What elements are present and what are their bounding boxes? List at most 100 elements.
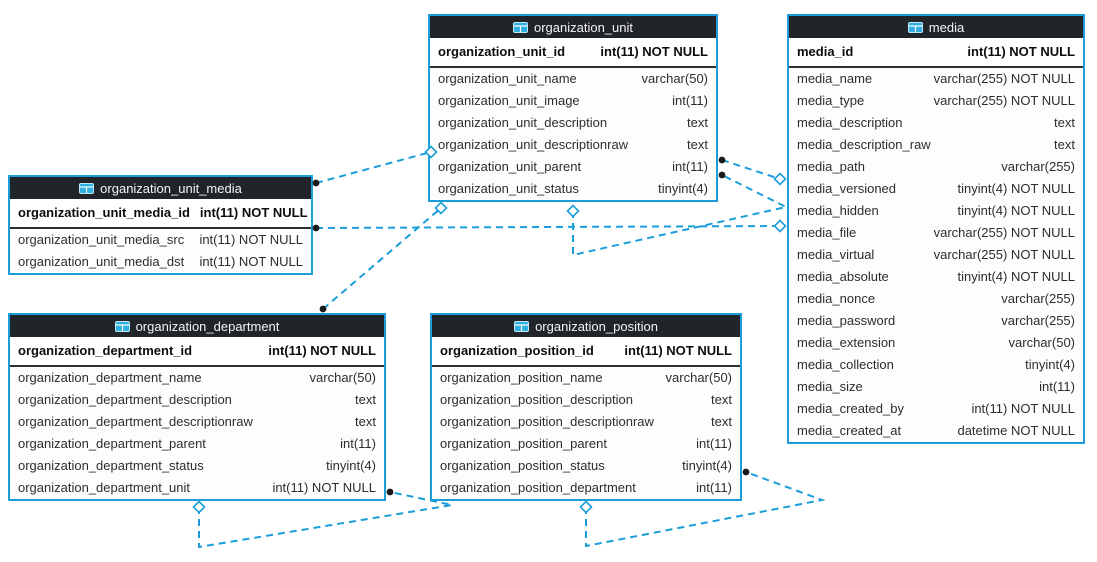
column-row-organization_department_status[interactable]: organization_department_status tinyint(4… [10, 455, 384, 477]
primary-key-row[interactable]: organization_department_id int(11) NOT N… [10, 337, 384, 367]
relationship-line-organization_unit_media_dst-to-media[interactable] [315, 225, 781, 229]
table-icon [907, 21, 923, 33]
column-row-organization_position_department[interactable]: organization_position_department int(11) [432, 477, 740, 499]
table-title: organization_department [135, 318, 280, 334]
column-row-media_absolute[interactable]: media_absolute tinyint(4) NOT NULL [789, 266, 1083, 288]
column-type: varchar(255) NOT NULL [933, 71, 1075, 86]
column-name: media_description_raw [797, 137, 931, 152]
column-name: organization_position_description [440, 392, 633, 407]
column-type: varchar(255) NOT NULL [933, 225, 1075, 240]
column-row-organization_position_descriptionraw[interactable]: organization_position_descriptionraw tex… [432, 411, 740, 433]
fk-dot-connector [312, 179, 320, 187]
column-type: varchar(50) [309, 370, 376, 385]
column-type: tinyint(4) [326, 458, 376, 473]
column-row-media_collection[interactable]: media_collection tinyint(4) [789, 354, 1083, 376]
table-organization_position[interactable]: organization_position organization_posit… [430, 313, 742, 501]
column-row-media_virtual[interactable]: media_virtual varchar(255) NOT NULL [789, 244, 1083, 266]
column-row-media_nonce[interactable]: media_nonce varchar(255) [789, 288, 1083, 310]
column-row-media_name[interactable]: media_name varchar(255) NOT NULL [789, 68, 1083, 90]
relationship-line-organization_unit_image-to-media[interactable] [721, 159, 781, 180]
table-header[interactable]: organization_position [432, 315, 740, 337]
column-name: media_file [797, 225, 857, 240]
column-name: organization_department_name [18, 370, 202, 385]
column-name: organization_position_parent [440, 436, 607, 451]
table-header[interactable]: organization_unit [430, 16, 716, 38]
fk-dot-connector [718, 156, 726, 164]
column-name: organization_department_unit [18, 480, 191, 495]
column-row-organization_position_description[interactable]: organization_position_description text [432, 389, 740, 411]
table-media[interactable]: media media_id int(11) NOT NULL media_na… [787, 14, 1085, 444]
column-row-media_size[interactable]: media_size int(11) [789, 376, 1083, 398]
column-type: int(11) [672, 159, 708, 174]
column-type: datetime NOT NULL [957, 423, 1075, 438]
column-row-organization_position_name[interactable]: organization_position_name varchar(50) [432, 367, 740, 389]
column-row-organization_department_descriptionraw[interactable]: organization_department_descriptionraw t… [10, 411, 384, 433]
table-header[interactable]: media [789, 16, 1083, 38]
column-row-media_path[interactable]: media_path varchar(255) [789, 156, 1083, 178]
column-type: int(11) NOT NULL [199, 254, 303, 269]
table-header[interactable]: organization_unit_media [10, 177, 311, 199]
column-row-organization_unit_parent[interactable]: organization_unit_parent int(11) [430, 156, 716, 178]
column-row-organization_department_unit[interactable]: organization_department_unit int(11) NOT… [10, 477, 384, 499]
column-row-organization_unit_media_src[interactable]: organization_unit_media_src int(11) NOT … [10, 229, 311, 251]
column-type: int(11) NOT NULL [624, 343, 732, 358]
column-row-media_description_raw[interactable]: media_description_raw text [789, 134, 1083, 156]
column-type: text [355, 414, 376, 429]
column-row-media_hidden[interactable]: media_hidden tinyint(4) NOT NULL [789, 200, 1083, 222]
column-name: media_versioned [797, 181, 897, 196]
column-row-media_password[interactable]: media_password varchar(255) [789, 310, 1083, 332]
relationship-line-organization_unit_media_src-to-organization_unit[interactable] [315, 151, 432, 184]
column-row-organization_unit_image[interactable]: organization_unit_image int(11) [430, 90, 716, 112]
fk-dot-connector [312, 224, 320, 232]
column-row-organization_unit_description[interactable]: organization_unit_description text [430, 112, 716, 134]
column-row-media_description[interactable]: media_description text [789, 112, 1083, 134]
pk-diamond-connector [192, 500, 206, 514]
column-name: media_name [797, 71, 873, 86]
column-row-media_created_at[interactable]: media_created_at datetime NOT NULL [789, 420, 1083, 442]
column-name: organization_unit_media_id [18, 205, 190, 220]
column-row-organization_department_name[interactable]: organization_department_name varchar(50) [10, 367, 384, 389]
column-name: media_type [797, 93, 865, 108]
column-type: varchar(255) [1001, 159, 1075, 174]
relationship-line-organization_department_unit-to-organization_unit[interactable] [322, 207, 442, 310]
table-icon [512, 21, 528, 33]
pk-diamond-connector [566, 204, 580, 218]
column-type: text [355, 392, 376, 407]
column-row-organization_position_status[interactable]: organization_position_status tinyint(4) [432, 455, 740, 477]
table-header[interactable]: organization_department [10, 315, 384, 337]
fk-dot-connector [319, 305, 327, 313]
column-name: media_extension [797, 335, 896, 350]
table-organization_unit[interactable]: organization_unit organization_unit_id i… [428, 14, 718, 202]
primary-key-row[interactable]: organization_unit_id int(11) NOT NULL [430, 38, 716, 68]
column-row-organization_unit_descriptionraw[interactable]: organization_unit_descriptionraw text [430, 134, 716, 156]
column-row-media_versioned[interactable]: media_versioned tinyint(4) NOT NULL [789, 178, 1083, 200]
column-name: organization_position_name [440, 370, 603, 385]
column-row-organization_position_parent[interactable]: organization_position_parent int(11) [432, 433, 740, 455]
column-type: varchar(255) [1001, 291, 1075, 306]
column-row-media_extension[interactable]: media_extension varchar(50) [789, 332, 1083, 354]
table-icon [79, 182, 95, 194]
column-name: organization_unit_media_dst [18, 254, 185, 269]
column-row-media_created_by[interactable]: media_created_by int(11) NOT NULL [789, 398, 1083, 420]
primary-key-row[interactable]: media_id int(11) NOT NULL [789, 38, 1083, 68]
pk-diamond-connector [773, 219, 787, 233]
column-row-organization_unit_media_dst[interactable]: organization_unit_media_dst int(11) NOT … [10, 251, 311, 273]
column-row-media_file[interactable]: media_file varchar(255) NOT NULL [789, 222, 1083, 244]
column-type: varchar(255) [1001, 313, 1075, 328]
primary-key-row[interactable]: organization_unit_media_id int(11) NOT N… [10, 199, 311, 229]
column-row-organization_department_parent[interactable]: organization_department_parent int(11) [10, 433, 384, 455]
column-row-organization_unit_name[interactable]: organization_unit_name varchar(50) [430, 68, 716, 90]
column-name: organization_unit_name [438, 71, 577, 86]
table-organization_unit_media[interactable]: organization_unit_media organization_uni… [8, 175, 313, 275]
column-name: organization_position_status [440, 458, 605, 473]
table-organization_department[interactable]: organization_department organization_dep… [8, 313, 386, 501]
column-row-media_type[interactable]: media_type varchar(255) NOT NULL [789, 90, 1083, 112]
primary-key-row[interactable]: organization_position_id int(11) NOT NUL… [432, 337, 740, 367]
fk-dot-connector [386, 488, 394, 496]
column-type: tinyint(4) NOT NULL [957, 203, 1075, 218]
table-title: organization_unit [533, 19, 634, 35]
column-name: organization_position_descriptionraw [440, 414, 654, 429]
column-type: tinyint(4) [682, 458, 732, 473]
column-row-organization_department_description[interactable]: organization_department_description text [10, 389, 384, 411]
column-row-organization_unit_status[interactable]: organization_unit_status tinyint(4) [430, 178, 716, 200]
